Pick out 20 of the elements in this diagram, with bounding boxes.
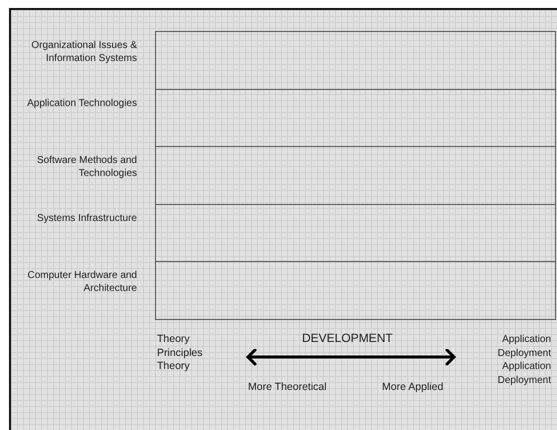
axis-label: Theory <box>157 360 190 374</box>
band-box <box>155 146 556 205</box>
row-label: Software Methods and Technologies <box>36 154 137 180</box>
axis-label: More Theoretical <box>248 381 327 394</box>
axis-label: Deployment <box>498 346 551 360</box>
band-box <box>155 88 556 148</box>
axis-label: Principles <box>157 346 203 360</box>
row-label: Application Technologies <box>26 96 137 110</box>
axis-label: Application <box>502 360 551 374</box>
row-label: Systems Infrastructure <box>36 212 137 225</box>
axis-label: More Applied <box>382 381 444 394</box>
band-box <box>155 204 556 262</box>
band-box <box>155 261 556 320</box>
band-box <box>155 31 556 90</box>
axis-title: DEVELOPMENT <box>302 332 393 346</box>
axis-label: Application <box>502 333 551 346</box>
axis-label: Theory <box>157 333 190 346</box>
row-label: Computer Hardware and Architecture <box>26 269 137 296</box>
axis-label: Deployment <box>498 374 551 387</box>
row-label: Organizational Issues & Information Systems <box>30 39 137 65</box>
